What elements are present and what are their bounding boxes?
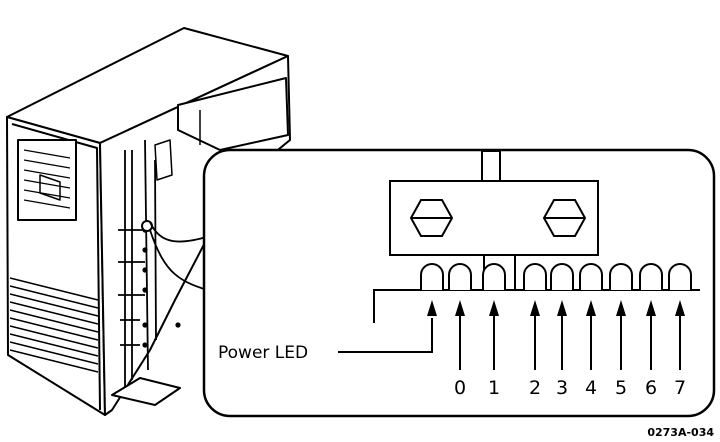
arrow-led-0 [455, 300, 465, 370]
status-led-3 [550, 263, 574, 290]
zoom-leader-upper [149, 221, 211, 243]
status-led-1 [482, 263, 506, 290]
status-led-2 [523, 263, 547, 290]
drive-bay [17, 139, 77, 221]
arrow-led-4 [586, 300, 596, 370]
led-number-7: 7 [674, 377, 686, 399]
arrow-led-3 [557, 300, 567, 370]
led-number-4: 4 [585, 377, 597, 399]
computer-tower [6, 27, 291, 416]
tower-front-bezel [11, 123, 101, 411]
front-vent-grille [9, 277, 99, 373]
led-number-2: 2 [529, 377, 541, 399]
arrow-row [427, 300, 685, 370]
led-number-6: 6 [645, 377, 657, 399]
screw-right [542, 199, 587, 237]
status-led-6 [639, 263, 663, 290]
led-number-1: 1 [488, 377, 500, 399]
led-number-0: 0 [454, 377, 466, 399]
status-led-7 [668, 263, 692, 290]
tower-foot [111, 377, 181, 406]
led-row [420, 263, 692, 290]
figure-id: 0273A-034 [647, 426, 714, 439]
arrow-led-5 [616, 300, 626, 370]
power-led [420, 263, 444, 290]
arrow-led-1 [489, 300, 499, 370]
power-led-leader [338, 318, 433, 353]
arrow-led-7 [675, 300, 685, 370]
led-number-3: 3 [556, 377, 568, 399]
internal-cards [118, 139, 157, 395]
arrow-led-6 [646, 300, 656, 370]
side-upper-panel [177, 77, 289, 151]
screw-left [409, 199, 454, 237]
led-number-5: 5 [615, 377, 627, 399]
power-led-arrowhead [427, 300, 437, 316]
status-led-0 [448, 263, 472, 290]
power-led-label: Power LED [218, 343, 308, 363]
status-led-4 [579, 263, 603, 290]
status-led-5 [609, 263, 633, 290]
arrow-led-2 [530, 300, 540, 370]
